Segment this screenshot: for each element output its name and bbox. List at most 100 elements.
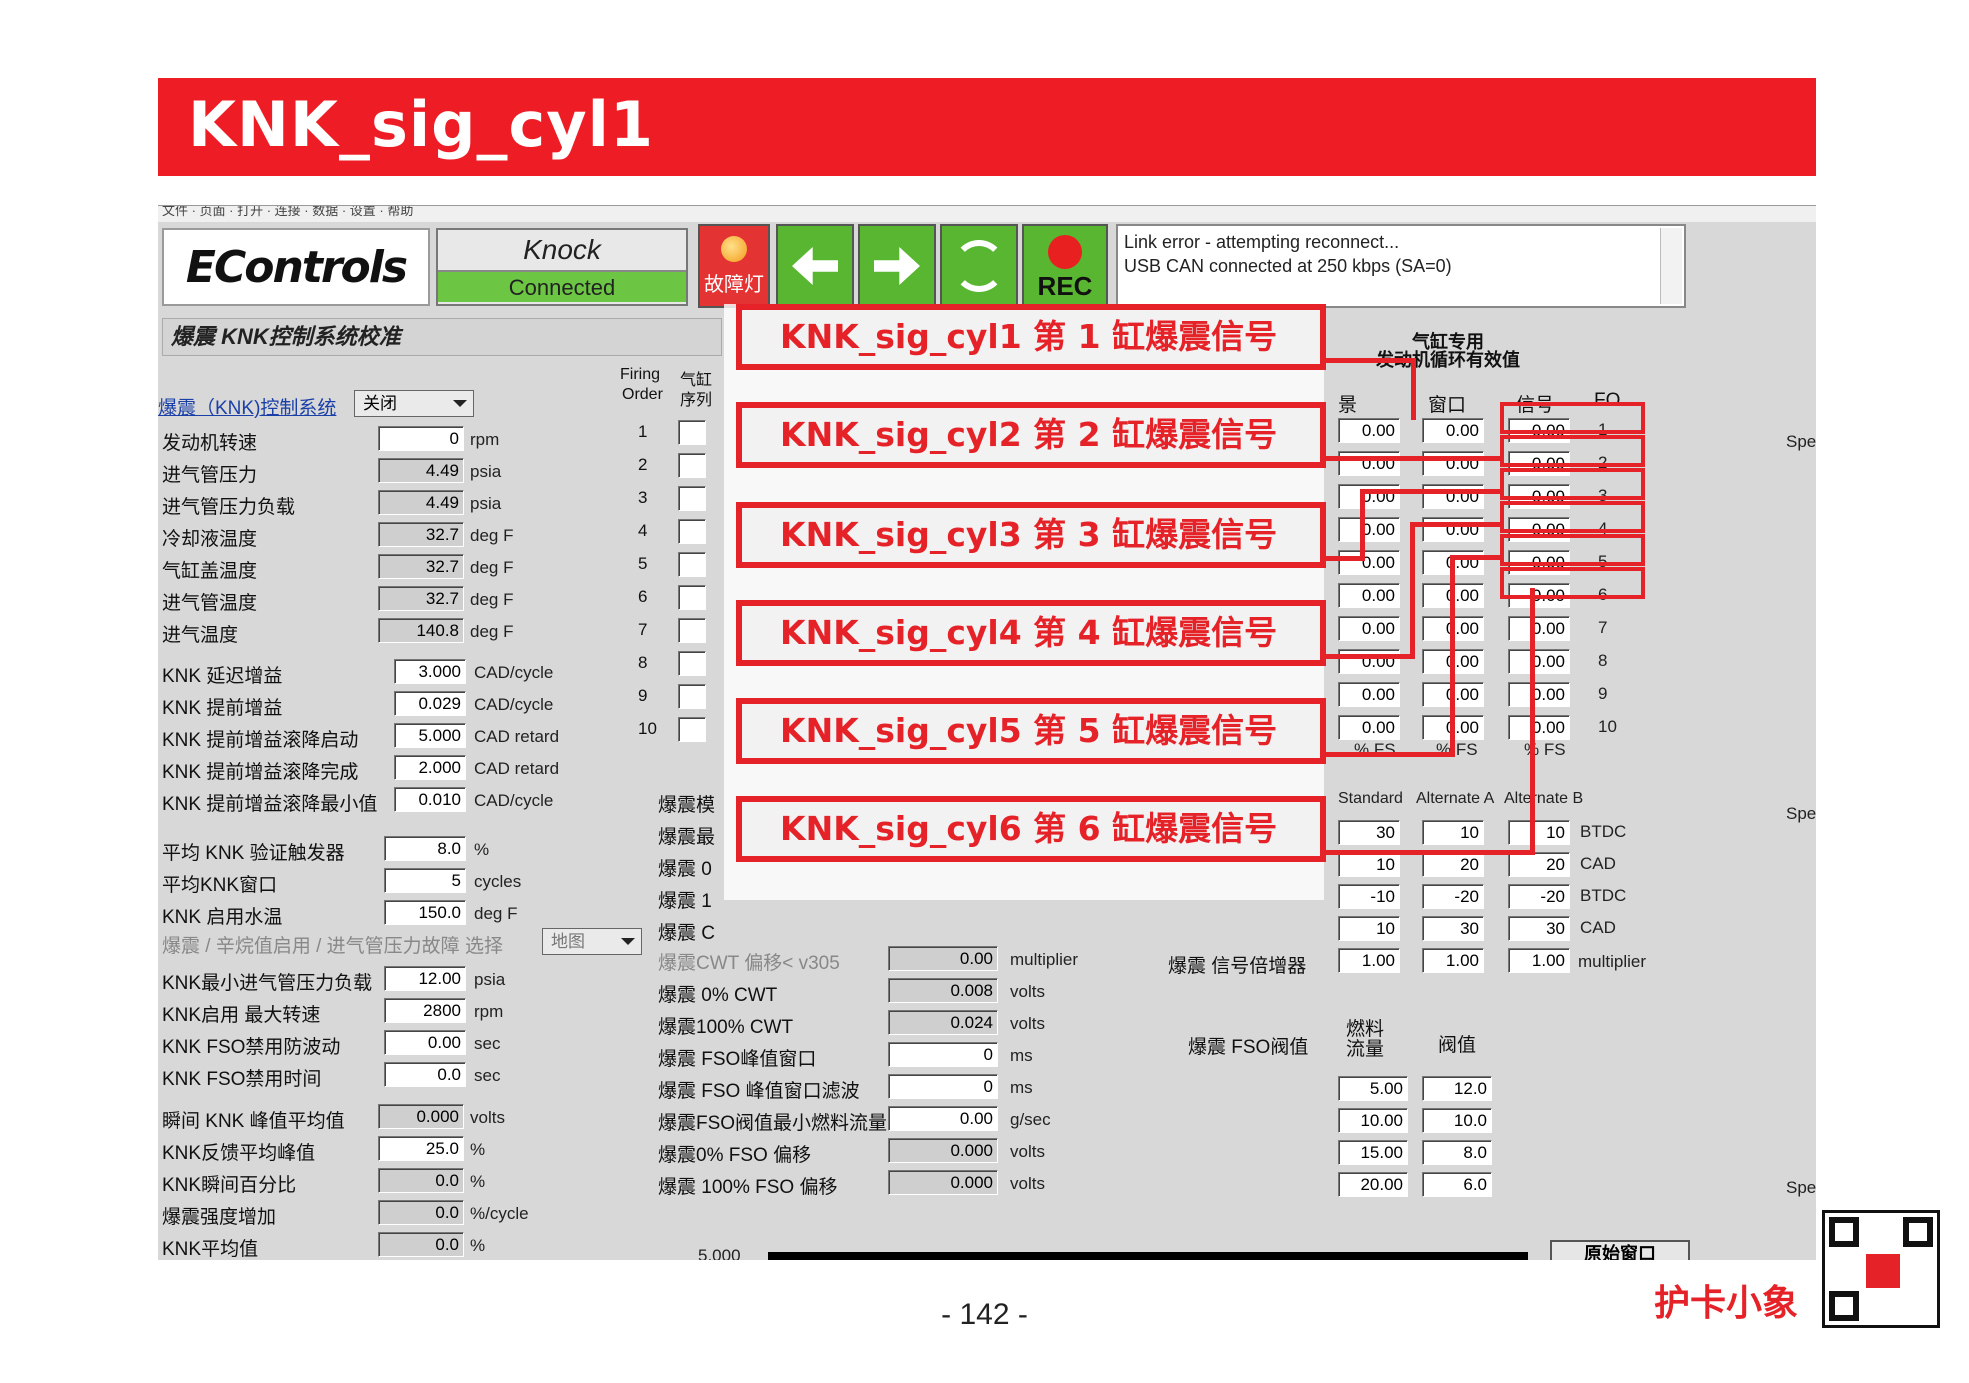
multiplier-a[interactable]: 1.00 <box>1422 948 1484 973</box>
firing-order-number: 8 <box>638 653 648 672</box>
param-value[interactable]: 32.7 <box>378 586 464 611</box>
param-value[interactable]: 4.49 <box>378 490 464 515</box>
cyl-cell[interactable]: 0.00 <box>1422 418 1484 443</box>
cyl-cell[interactable]: 0.00 <box>1338 550 1400 575</box>
param-value[interactable]: 0.00 <box>384 1030 466 1055</box>
cyl-seq-field[interactable] <box>678 618 706 643</box>
next-button[interactable] <box>858 224 936 308</box>
cwt-value[interactable]: 0.000 <box>888 1138 998 1163</box>
param-unit: deg F <box>474 904 518 923</box>
param-value[interactable]: 2800 <box>384 998 466 1023</box>
fso-fuel-flow[interactable]: 5.00 <box>1338 1076 1408 1101</box>
status-scrollbar[interactable] <box>1660 228 1682 304</box>
fso-threshold[interactable]: 8.0 <box>1422 1140 1492 1165</box>
param-value[interactable]: 12.00 <box>384 966 466 991</box>
window-a[interactable]: -20 <box>1422 884 1484 909</box>
window-a[interactable]: 10 <box>1422 820 1484 845</box>
param-value[interactable]: 0.029 <box>394 691 466 716</box>
param-value[interactable]: 5 <box>384 868 466 893</box>
param-value[interactable]: 4.49 <box>378 458 464 483</box>
knk-system-link[interactable]: 爆震（KNK)控制系统 <box>158 398 337 419</box>
cwt-value[interactable]: 0.00 <box>888 946 998 971</box>
raw-window-button[interactable]: 原始窗口 <box>1550 1240 1690 1260</box>
fault-select-dropdown[interactable]: 地图 <box>542 928 642 955</box>
param-value[interactable]: 0 <box>378 426 464 451</box>
cyl-cell[interactable]: 0.00 <box>1338 451 1400 476</box>
record-button[interactable]: REC <box>1022 224 1108 308</box>
cyl-seq-field[interactable] <box>678 420 706 445</box>
cyl-signal-cell[interactable]: 0.00 <box>1508 649 1570 674</box>
cwt-value[interactable]: 0 <box>888 1042 998 1067</box>
cyl-signal-cell[interactable]: 0.00 <box>1508 715 1570 740</box>
fso-fuel-flow[interactable]: 15.00 <box>1338 1140 1408 1165</box>
cyl-seq-field[interactable] <box>678 717 706 742</box>
cwt-value[interactable]: 0.00 <box>888 1106 998 1131</box>
multiplier-b[interactable]: 1.00 <box>1508 948 1570 973</box>
cyl-cell[interactable]: 0.00 <box>1338 616 1400 641</box>
param-value[interactable]: 32.7 <box>378 554 464 579</box>
param-value[interactable]: 0.010 <box>394 787 466 812</box>
fso-threshold[interactable]: 12.0 <box>1422 1076 1492 1101</box>
cyl-cell[interactable]: 0.00 <box>1422 484 1484 509</box>
param-value[interactable]: 0.0 <box>378 1232 464 1257</box>
fault-lamp-button[interactable]: 故障灯 <box>698 224 770 308</box>
cyl-cell[interactable]: 0.00 <box>1422 451 1484 476</box>
cyl-seq-field[interactable] <box>678 684 706 709</box>
window-b[interactable]: 10 <box>1508 820 1570 845</box>
callout-cyl6: KNK_sig_cyl6 第 6 缸爆震信号 <box>736 796 1326 862</box>
window-std[interactable]: -10 <box>1338 884 1400 909</box>
param-value[interactable]: 0.0 <box>384 1062 466 1087</box>
cyl-seq-field[interactable] <box>678 552 706 577</box>
window-a[interactable]: 20 <box>1422 852 1484 877</box>
cyl-cell[interactable]: 0.00 <box>1338 583 1400 608</box>
cyl-signal-cell[interactable]: 0.00 <box>1508 682 1570 707</box>
fso-threshold[interactable]: 6.0 <box>1422 1172 1492 1197</box>
cyl-cell[interactable]: 0.00 <box>1338 682 1400 707</box>
cyl-seq-field[interactable] <box>678 486 706 511</box>
cyl-cell[interactable]: 0.00 <box>1338 418 1400 443</box>
cyl-seq-field[interactable] <box>678 651 706 676</box>
fso-threshold[interactable]: 10.0 <box>1422 1108 1492 1133</box>
cwt-value[interactable]: 0.008 <box>888 978 998 1003</box>
param-value[interactable]: 140.8 <box>378 618 464 643</box>
window-b[interactable]: 20 <box>1508 852 1570 877</box>
param-value[interactable]: 2.000 <box>394 755 466 780</box>
window-a[interactable]: 30 <box>1422 916 1484 941</box>
param-value[interactable]: 32.7 <box>378 522 464 547</box>
cyl-cell[interactable]: 0.00 <box>1422 517 1484 542</box>
cwt-value[interactable]: 0.000 <box>888 1170 998 1195</box>
param-value[interactable]: 3.000 <box>394 659 466 684</box>
window-std[interactable]: 10 <box>1338 852 1400 877</box>
cyl-signal-cell[interactable]: 0.00 <box>1508 616 1570 641</box>
param-value[interactable]: 5.000 <box>394 723 466 748</box>
fso-fuel-flow[interactable]: 20.00 <box>1338 1172 1408 1197</box>
window-b[interactable]: -20 <box>1508 884 1570 909</box>
cyl-cell[interactable]: 0.00 <box>1338 484 1400 509</box>
param-value[interactable]: 150.0 <box>384 900 466 925</box>
cyl-seq-field[interactable] <box>678 585 706 610</box>
fso-fuel-flow[interactable]: 10.00 <box>1338 1108 1408 1133</box>
cyl-seq-field[interactable] <box>678 519 706 544</box>
col-head: Alternate A <box>1416 790 1495 807</box>
knk-system-select[interactable]: 关闭 <box>354 390 474 417</box>
cwt-value[interactable]: 0 <box>888 1074 998 1099</box>
multiplier-std[interactable]: 1.00 <box>1338 948 1400 973</box>
window-std[interactable]: 30 <box>1338 820 1400 845</box>
cyl-cell[interactable]: 0.00 <box>1338 649 1400 674</box>
previous-button[interactable] <box>776 224 854 308</box>
cyl-cell[interactable]: 0.00 <box>1338 715 1400 740</box>
cwt-unit: volts <box>1010 1014 1045 1033</box>
cyl-seq-field[interactable] <box>678 453 706 478</box>
window-std[interactable]: 10 <box>1338 916 1400 941</box>
menu-bar[interactable]: 文件 · 页面 · 打开 · 连接 · 数据 · 设置 · 帮助 <box>158 206 1816 222</box>
param-value[interactable]: 0.000 <box>378 1104 464 1129</box>
window-b[interactable]: 30 <box>1508 916 1570 941</box>
param-value[interactable]: 0.0 <box>378 1168 464 1193</box>
cyl-cell[interactable]: 0.00 <box>1338 517 1400 542</box>
status-line: USB CAN connected at 250 kbps (SA=0) <box>1124 256 1452 276</box>
param-value[interactable]: 0.0 <box>378 1200 464 1225</box>
param-value[interactable]: 8.0 <box>384 836 466 861</box>
refresh-button[interactable] <box>940 224 1018 308</box>
cwt-value[interactable]: 0.024 <box>888 1010 998 1035</box>
param-value[interactable]: 25.0 <box>378 1136 464 1161</box>
